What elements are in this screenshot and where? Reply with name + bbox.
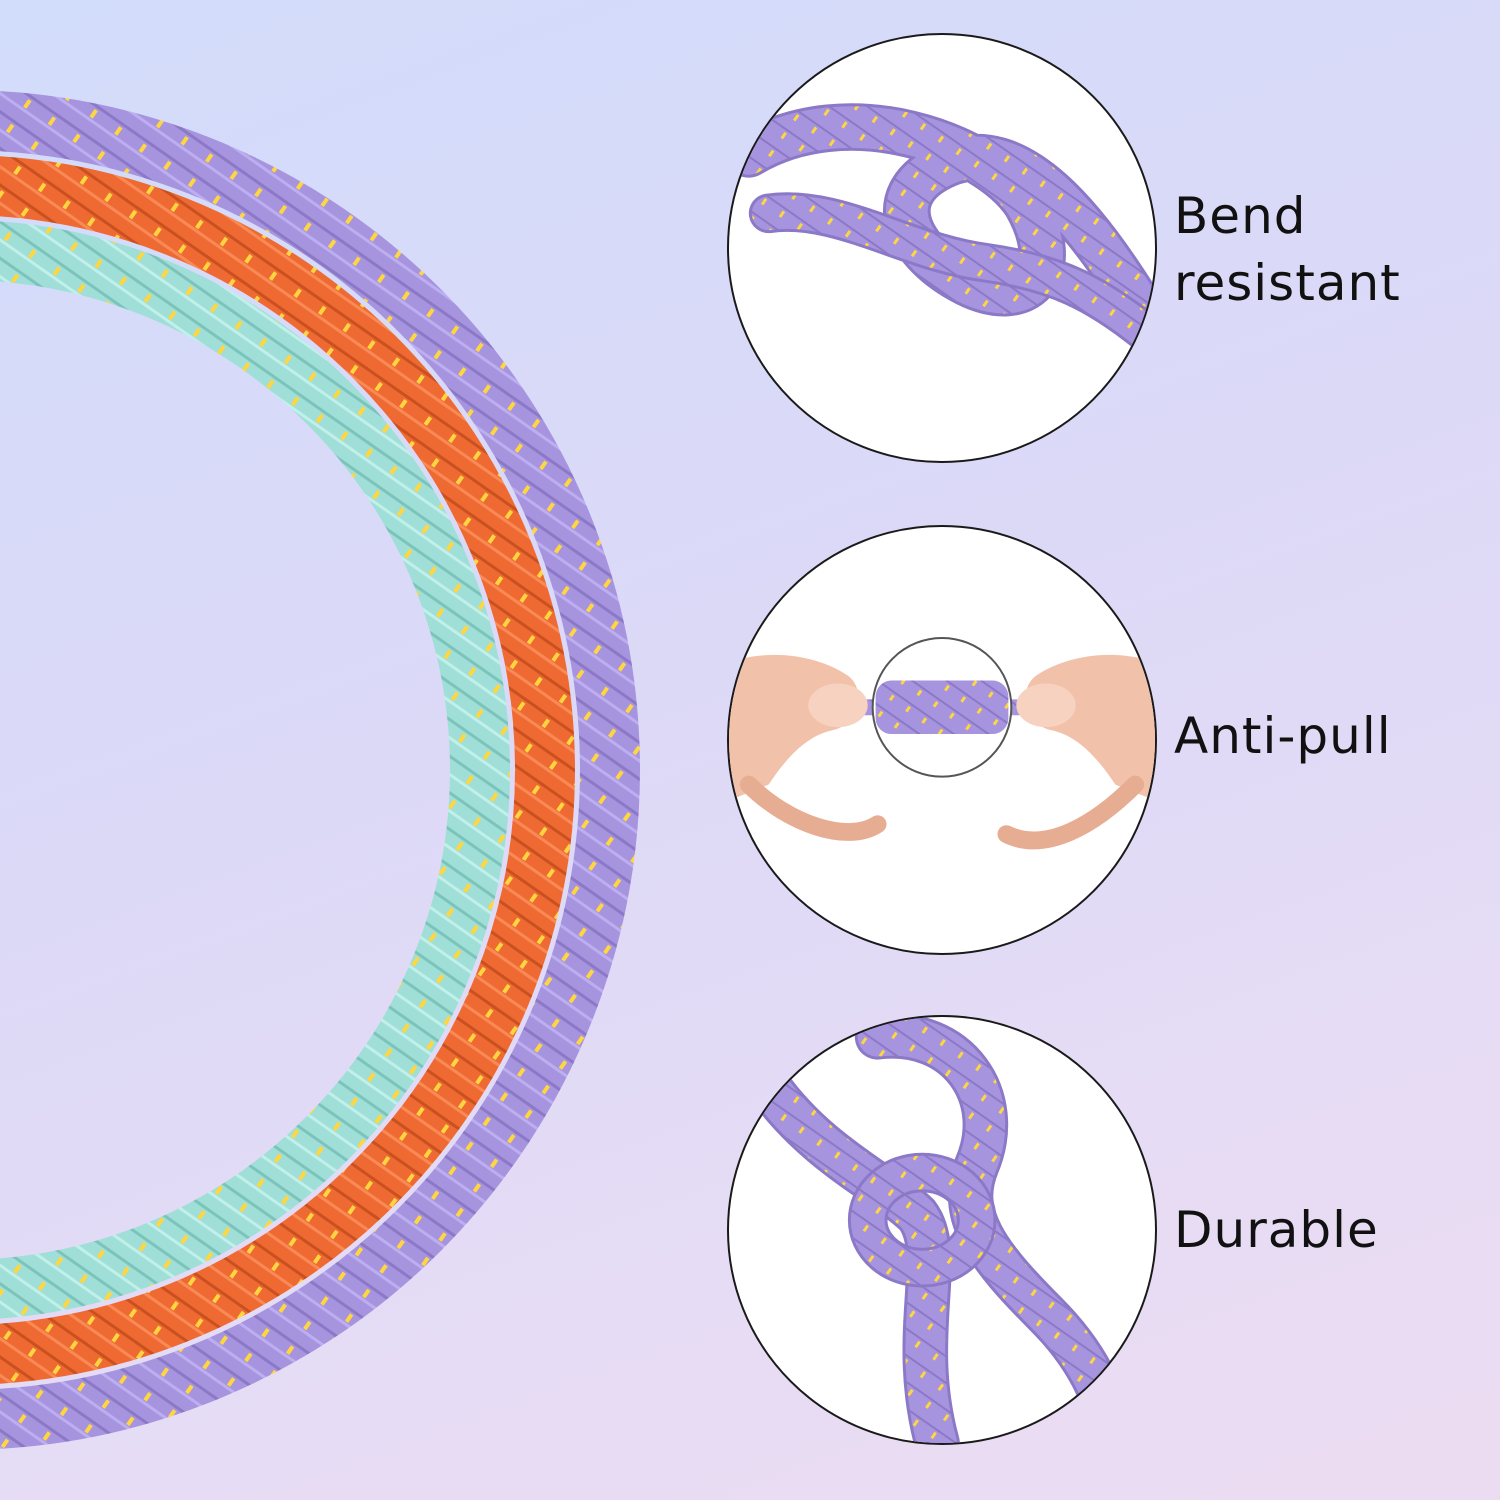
pull-icon [729, 636, 1155, 850]
orange-cable [0, 156, 575, 1384]
knot-icon [729, 103, 1155, 356]
bend-resistant-circle [727, 33, 1157, 463]
durable-circle [727, 1015, 1157, 1445]
mint-cable [0, 221, 510, 1319]
linked-loops-icon [745, 1017, 1139, 1443]
anti-pull-label: Anti-pull [1174, 707, 1392, 765]
bend-label-line2: resistant [1174, 254, 1401, 312]
bend-label-line1: Bend [1174, 187, 1307, 245]
durable-label: Durable [1174, 1201, 1379, 1259]
lavender-cable [0, 91, 640, 1449]
anti-pull-circle [727, 525, 1157, 955]
